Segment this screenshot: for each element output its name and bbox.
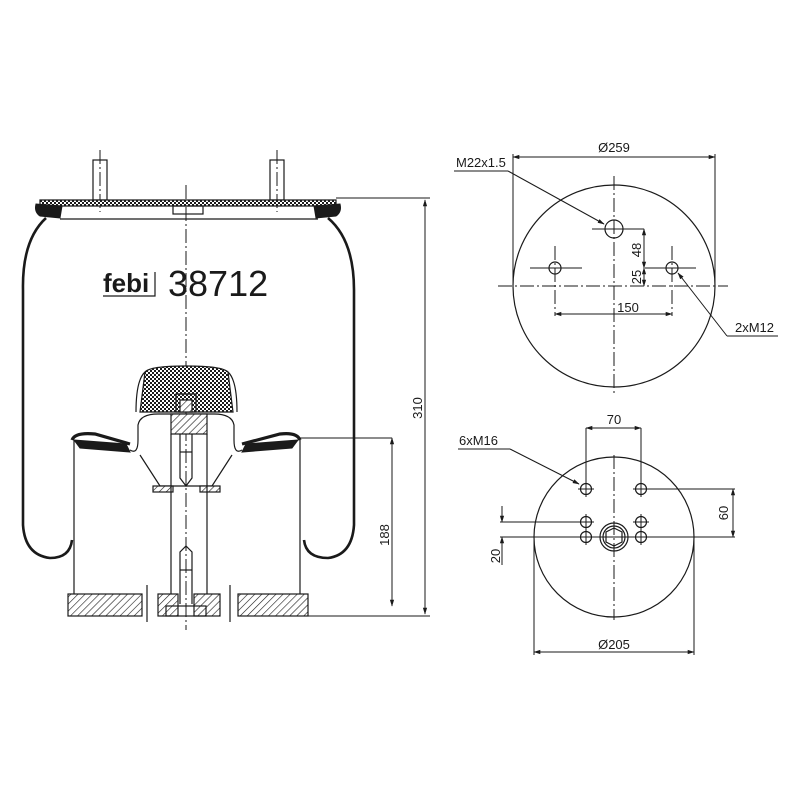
bottom-view: 70 20 60 (458, 412, 736, 655)
center-thread-label: M22x1.5 (456, 155, 506, 170)
piston (70, 413, 302, 604)
vertical-60-label: 60 (716, 506, 731, 520)
offset-48-label: 48 (629, 243, 644, 257)
bellows (21, 217, 356, 560)
part-number: 38712 (168, 263, 268, 304)
top-view: Ø259 48 25 150 M22x1.5 2xM12 (454, 140, 778, 396)
overall-height-label: 310 (410, 397, 425, 419)
febi-logo: febi (103, 268, 156, 298)
offset-20-label: 20 (488, 549, 503, 563)
top-plate (35, 199, 341, 220)
side-view: febi 38712 (21, 150, 430, 630)
spacing-150-label: 150 (617, 300, 639, 315)
side-thread-label: 2xM12 (735, 320, 774, 335)
offset-25-label: 25 (629, 270, 644, 284)
bottom-diameter-label: Ø205 (598, 637, 630, 652)
top-diameter-label: Ø259 (598, 140, 630, 155)
bump-stop (135, 365, 238, 413)
spacing-70-label: 70 (607, 412, 621, 427)
base-plate (67, 585, 309, 622)
m16-thread-label: 6xM16 (459, 433, 498, 448)
logo-text: febi (103, 268, 149, 298)
piston-height-label: 188 (377, 524, 392, 546)
